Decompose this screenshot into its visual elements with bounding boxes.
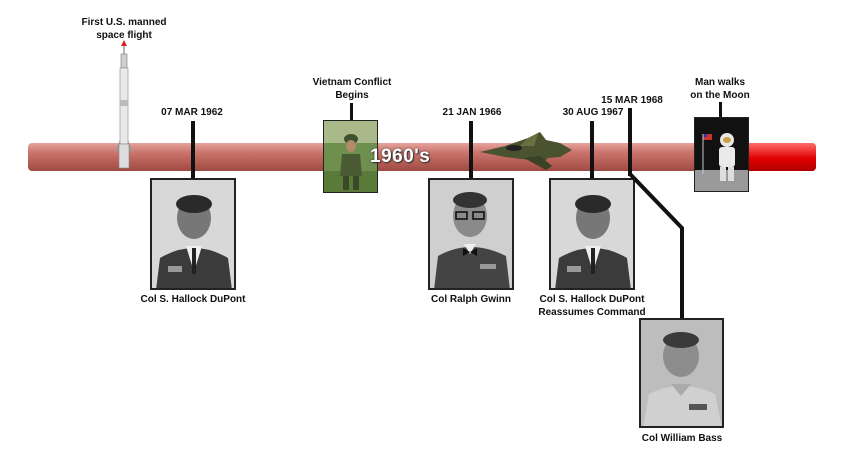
portrait-photo-bass	[639, 318, 724, 428]
event-tick	[628, 108, 632, 176]
portrait-photo-dupont-1967	[549, 178, 635, 290]
event-date: 21 JAN 1966	[442, 107, 502, 118]
event-tick	[191, 121, 195, 179]
event-tick	[469, 121, 473, 179]
timeline-end-arrow	[748, 143, 816, 171]
event-tick	[719, 102, 722, 118]
event-caption: Col Ralph Gwinn	[431, 294, 511, 305]
astronaut-photo-moon	[694, 117, 749, 192]
event-caption: Col S. Hallock DuPont	[140, 294, 246, 305]
moon-caption: Man walks on the Moon	[690, 77, 750, 101]
event-date: 07 MAR 1962	[161, 107, 223, 118]
event-caption: Col William Bass	[641, 433, 723, 444]
timeline-bar	[28, 143, 816, 171]
portrait-photo-gwinn	[428, 178, 514, 290]
soldier-photo-vietnam	[323, 120, 378, 193]
vietnam-caption: Vietnam Conflict Begins	[312, 77, 392, 101]
space-flight-caption: First U.S. manned space flight	[81, 17, 167, 41]
event-date: 15 MAR 1968	[601, 95, 663, 106]
event-caption: Col S. Hallock DuPont Reassumes Command	[538, 294, 646, 318]
portrait-photo-dupont-1962	[150, 178, 236, 290]
decade-label: 1960's	[370, 146, 431, 167]
event-tick	[590, 121, 594, 179]
event-date: 30 AUG 1967	[562, 107, 624, 118]
event-tick	[350, 103, 353, 121]
